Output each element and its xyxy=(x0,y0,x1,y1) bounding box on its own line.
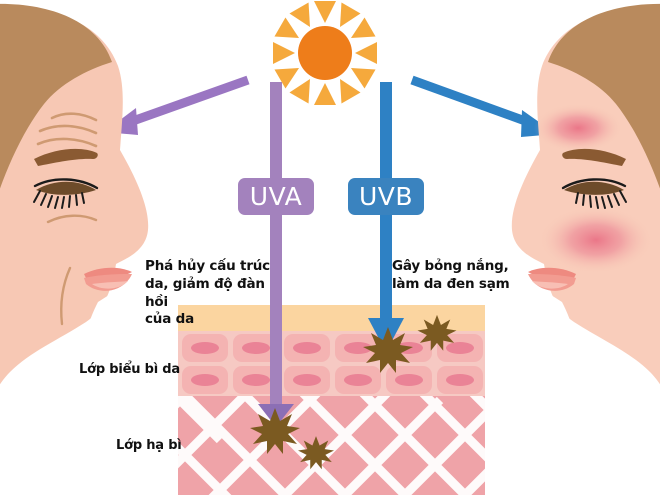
right-eyebrow xyxy=(562,148,626,166)
left-face-group xyxy=(0,3,150,495)
right-face-group xyxy=(510,3,660,495)
right-forehead-burn xyxy=(534,104,622,152)
right-eye xyxy=(561,178,627,209)
uvb-damage-star-main xyxy=(363,327,413,373)
left-neck-white xyxy=(64,288,150,495)
left-lips xyxy=(84,267,132,291)
epidermis-label: Lớp biểu bì da xyxy=(79,362,180,377)
dermis-lattice-pattern xyxy=(178,326,485,495)
uvb-badge[interactable]: UVB xyxy=(348,178,424,215)
uva-damage-star-main xyxy=(250,408,300,454)
left-nasolabial-wrinkle xyxy=(60,266,72,326)
left-forehead-wrinkles xyxy=(36,112,98,148)
sun-core xyxy=(298,26,352,80)
left-eye xyxy=(33,178,99,209)
right-neck-white xyxy=(510,288,596,495)
left-face-skin xyxy=(0,5,149,495)
uva-damage-text: Phá hủy cấu trúc da, giảm độ đàn hồi của… xyxy=(145,258,270,328)
sun-rays xyxy=(273,1,377,105)
uvb-badge-label: UVB xyxy=(358,182,414,211)
right-lips xyxy=(528,267,576,291)
left-eyebrow xyxy=(34,148,98,166)
uvb-damage-text: Gây bỏng nắng, làm da đen sạm xyxy=(392,258,510,292)
left-hair xyxy=(0,3,112,200)
left-undereye-wrinkle xyxy=(46,214,98,224)
dermis-label: Lớp hạ bì xyxy=(116,438,182,453)
uva-badge-label: UVA xyxy=(249,182,303,211)
right-hair xyxy=(548,3,660,200)
uva-badge[interactable]: UVA xyxy=(238,178,314,215)
uvb-damage-star-side xyxy=(417,314,457,351)
uva-damage-star-side xyxy=(298,436,334,470)
skin-cross-section xyxy=(178,305,485,495)
damage-stars xyxy=(250,314,457,470)
epidermis-cells xyxy=(182,334,483,394)
sun-icon xyxy=(273,1,377,105)
right-cheek-burn xyxy=(540,207,652,273)
